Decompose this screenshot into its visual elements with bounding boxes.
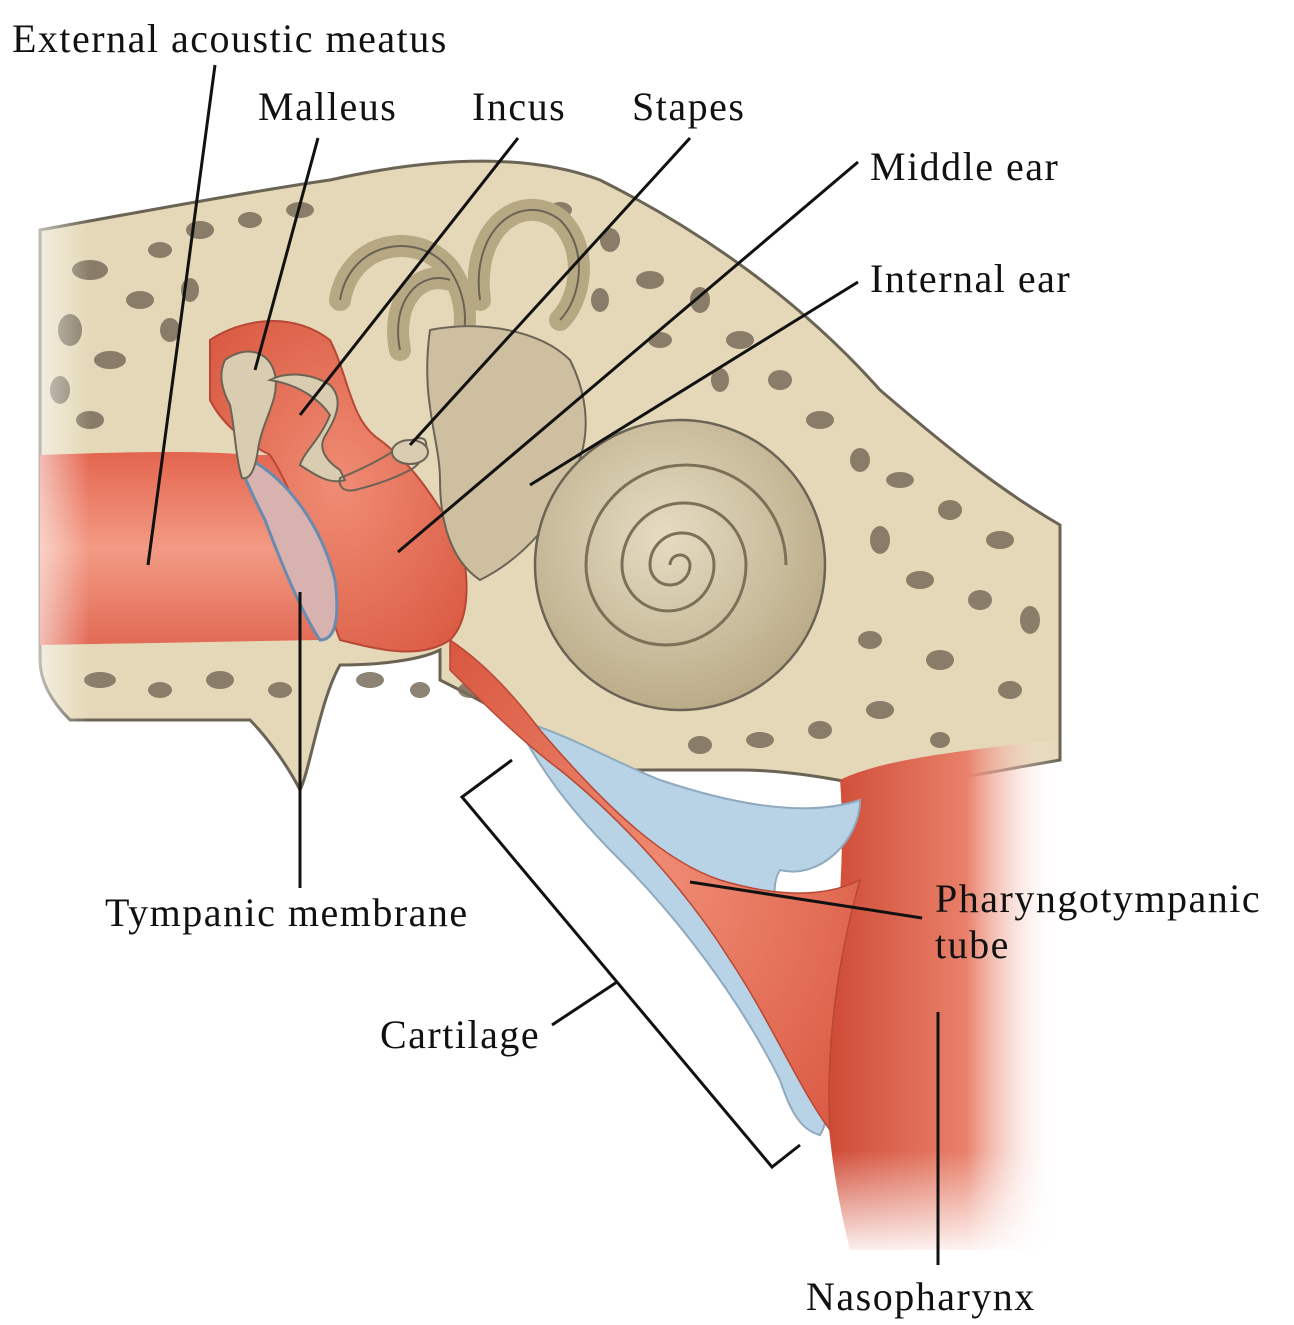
label-pharyngotympanic-tube-line2: tube [935,924,1010,966]
label-malleus: Malleus [258,86,397,128]
label-internal-ear: Internal ear [870,258,1071,300]
label-tympanic-membrane: Tympanic membrane [105,892,469,934]
label-external-acoustic-meatus: External acoustic meatus [12,18,448,60]
label-nasopharynx: Nasopharynx [806,1276,1036,1318]
leader-cartilage [552,982,617,1025]
label-cartilage: Cartilage [380,1014,540,1056]
label-pharyngotympanic-tube-line1: Pharyngotympanic [935,878,1261,920]
label-incus: Incus [472,86,566,128]
cochlea [535,420,825,710]
label-middle-ear: Middle ear [870,146,1059,188]
label-stapes: Stapes [632,86,745,128]
